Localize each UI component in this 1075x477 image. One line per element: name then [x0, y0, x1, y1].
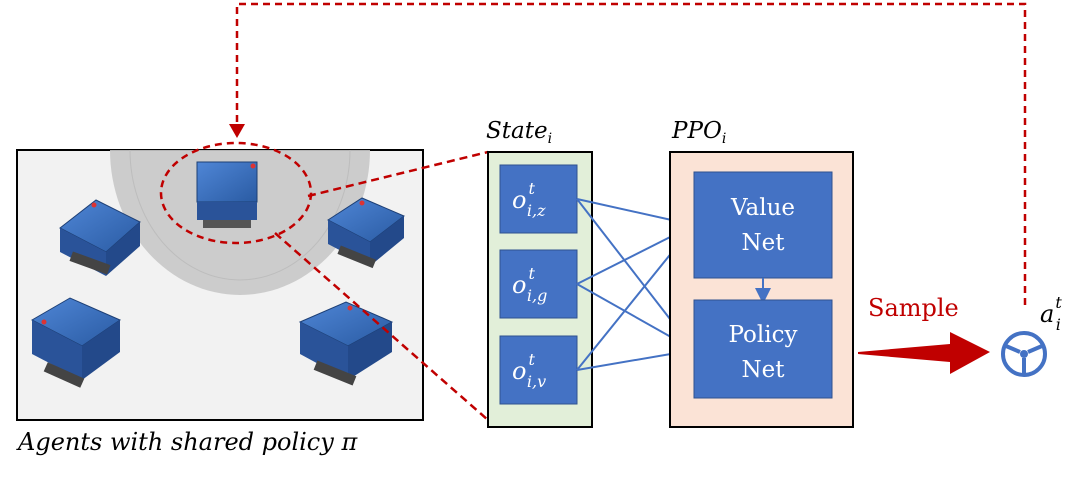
svg-text:oti,v: oti,v [512, 350, 546, 391]
feedback-loop-line [235, 2, 1027, 305]
focus-ellipse [159, 141, 313, 245]
svg-text:oti,z: oti,z [512, 179, 546, 220]
ppo-panel: PPOi Value Net Policy Net [669, 118, 854, 428]
robot-right-top [327, 197, 405, 269]
svg-text:Value: Value [730, 195, 795, 221]
agents-scene [16, 141, 424, 421]
value-net-box: Value Net [693, 171, 833, 279]
robot-left-bottom [30, 297, 122, 388]
steering-wheel-icon [1001, 331, 1047, 377]
robot-right-bottom [298, 301, 394, 386]
zoom-line-bottom [274, 232, 489, 421]
sample-arrow [858, 332, 990, 374]
ppo-title: PPOi [671, 118, 726, 147]
sample-label: Sample [868, 294, 959, 322]
svg-text:Net: Net [742, 357, 786, 383]
robot-left-top [59, 199, 141, 276]
svg-text:oti,g: oti,g [512, 264, 547, 305]
policy-net-box: Policy Net [693, 299, 833, 399]
zoom-line-top [307, 150, 489, 198]
svg-text:Policy: Policy [729, 322, 798, 348]
svg-text:Net: Net [742, 230, 786, 256]
scene-caption: Agents with shared policy π [16, 428, 358, 456]
state-title: Statei [486, 118, 552, 147]
feedback-arrowhead [229, 124, 245, 138]
robot-center [196, 161, 258, 228]
